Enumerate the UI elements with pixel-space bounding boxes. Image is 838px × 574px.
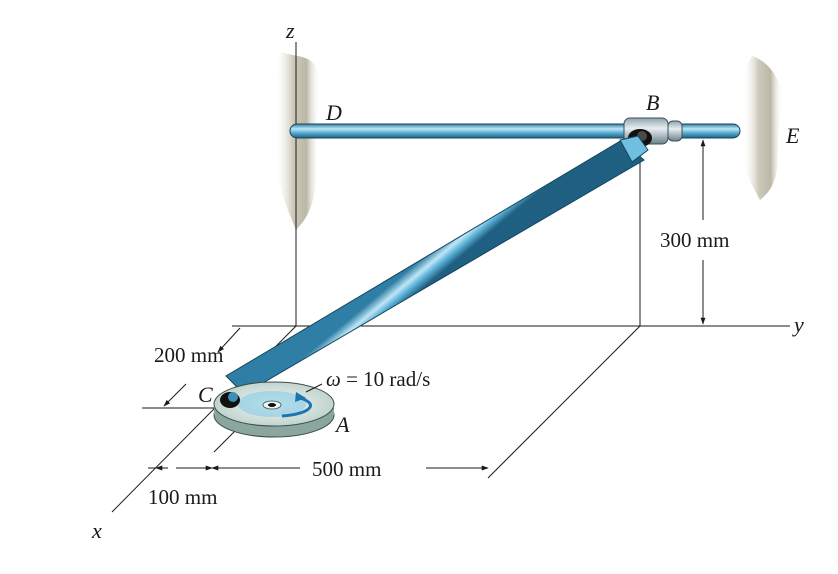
angular-velocity-label: ω = 10 rad/s xyxy=(326,367,430,391)
axis-label-z: z xyxy=(285,18,295,43)
axis-label-x: x xyxy=(91,518,102,543)
construction-diagonal-b xyxy=(487,325,641,479)
dimension-base-lines xyxy=(148,421,489,471)
rotation-arrow xyxy=(281,396,312,418)
axis-label-y: y xyxy=(792,312,804,337)
dimension-300: 300 mm xyxy=(660,228,729,252)
point-label-d: D xyxy=(325,100,342,125)
wall-right xyxy=(742,56,783,200)
dimension-200: 200 mm xyxy=(154,343,223,367)
dimension-100: 100 mm xyxy=(148,485,217,509)
point-label-a: A xyxy=(334,412,350,437)
wall-left xyxy=(274,52,321,230)
omega-leader xyxy=(305,383,323,393)
point-label-c: C xyxy=(198,382,213,407)
pin-c xyxy=(220,392,240,408)
dimension-500: 500 mm xyxy=(312,457,381,481)
point-label-b: B xyxy=(646,90,659,115)
axes-group xyxy=(111,42,790,513)
point-label-e: E xyxy=(785,123,800,148)
disk-a xyxy=(213,381,335,438)
